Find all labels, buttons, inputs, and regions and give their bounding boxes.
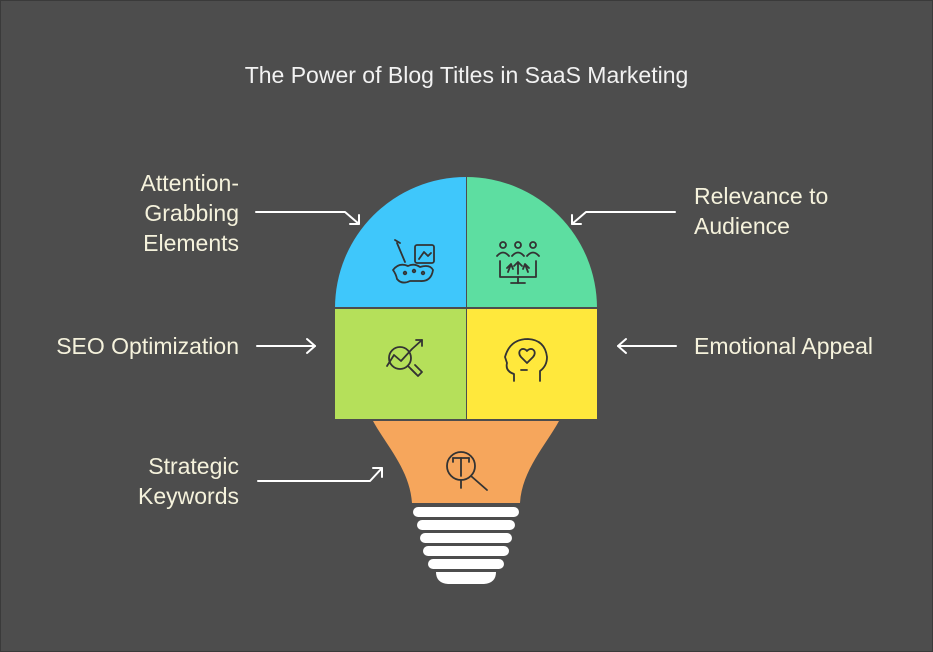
label-keywords-line1: Strategic bbox=[148, 453, 239, 479]
arrow-emotional bbox=[617, 338, 677, 354]
label-relevance-line2: Audience bbox=[694, 213, 790, 239]
label-emotional: Emotional Appeal bbox=[694, 331, 873, 361]
label-attention-line1: Attention- bbox=[140, 170, 239, 196]
segment-emotional bbox=[467, 309, 597, 419]
arrow-seo bbox=[256, 338, 316, 354]
label-attention-line3: Elements bbox=[143, 230, 239, 256]
page-title: The Power of Blog Titles in SaaS Marketi… bbox=[244, 62, 689, 88]
keyword-search-icon bbox=[446, 451, 488, 491]
seo-search-icon bbox=[386, 339, 423, 377]
segment-seo bbox=[335, 309, 466, 419]
label-relevance-line1: Relevance to bbox=[694, 183, 829, 209]
label-emotional-text: Emotional Appeal bbox=[694, 333, 874, 359]
label-seo-text: SEO Optimization bbox=[56, 333, 239, 359]
segment-keywords bbox=[373, 421, 559, 503]
arrow-keywords bbox=[257, 467, 383, 482]
label-attention: Attention- Grabbing Elements bbox=[141, 168, 239, 258]
label-seo: SEO Optimization bbox=[56, 331, 239, 361]
bulb-base bbox=[413, 507, 519, 584]
segment-relevance bbox=[467, 177, 597, 307]
arrow-relevance bbox=[571, 211, 676, 225]
label-attention-line2: Grabbing bbox=[144, 200, 239, 226]
segment-attention bbox=[335, 177, 466, 307]
emotion-head-icon bbox=[504, 338, 548, 382]
audience-icon bbox=[496, 241, 540, 284]
label-keywords-line2: Keywords bbox=[138, 483, 239, 509]
creative-tools-icon bbox=[392, 239, 435, 284]
arrow-attention bbox=[255, 211, 360, 225]
label-keywords: Strategic Keywords bbox=[138, 451, 239, 511]
label-relevance: Relevance to Audience bbox=[694, 181, 828, 241]
